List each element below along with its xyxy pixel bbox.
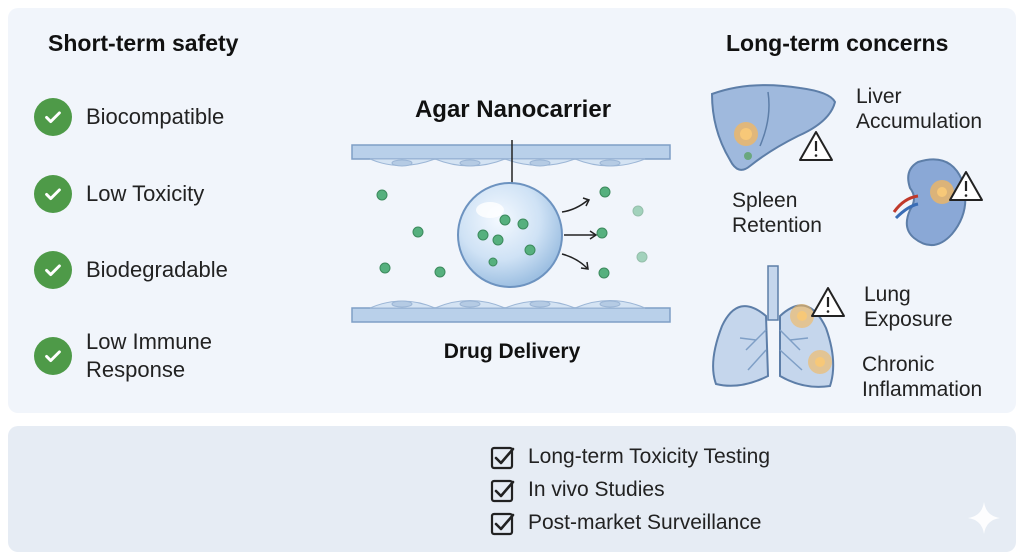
warning-icon <box>949 171 983 201</box>
action-label: In vivo Studies <box>528 478 665 501</box>
checkbox-checked-icon <box>490 512 515 536</box>
sparkle-icon <box>968 502 1000 534</box>
check-circle-icon <box>34 98 72 136</box>
vessel-wall-bottom <box>351 307 671 323</box>
check-circle-icon <box>34 175 72 213</box>
endothelial-cells-top <box>369 158 646 167</box>
safety-label: Low Toxicity <box>86 181 205 206</box>
checkbox-checked-icon <box>490 446 515 470</box>
chronic-inflammation-label: Chronic Inflammation <box>862 353 983 401</box>
vessel-wall-top <box>351 144 671 160</box>
action-item-in-vivo-studies: In vivo Studies <box>490 477 665 503</box>
safety-label: Biocompatible <box>86 104 225 129</box>
spleen-icon <box>892 158 967 246</box>
warning-icon <box>799 131 833 161</box>
lung-exposure-label: Lung Exposure <box>864 283 953 331</box>
safety-item-low-immune-response: Low Immune Response <box>34 328 286 384</box>
safety-label: Biodegradable <box>86 257 228 282</box>
action-item-post-market-surveillance: Post-market Surveillance <box>490 510 761 536</box>
safety-label: Low Immune Response <box>86 329 212 382</box>
action-label: Long-term Toxicity Testing <box>528 445 771 468</box>
blood-vessel-illustration <box>351 140 671 323</box>
drug-particles <box>376 186 648 279</box>
check-circle-icon <box>34 337 72 375</box>
nanocarrier-sphere <box>457 182 563 288</box>
long-term-heading: Long-term concerns <box>726 30 949 56</box>
checkbox-checked-icon <box>490 479 515 503</box>
liver-accumulation-label: Liver Accumulation <box>856 85 983 133</box>
safety-item-biocompatible: Biocompatible <box>34 98 286 136</box>
nanocarrier-title: Agar Nanocarrier <box>414 96 612 123</box>
lungs-icon <box>712 265 835 388</box>
safety-item-biodegradable: Biodegradable <box>34 251 286 289</box>
release-arrows <box>561 197 598 270</box>
check-circle-icon <box>34 251 72 289</box>
spleen-retention-label: Spleen Retention <box>732 189 822 237</box>
endothelial-cells-bottom <box>369 300 646 309</box>
action-label: Post-market Surveillance <box>528 511 762 534</box>
action-item-toxicity-testing: Long-term Toxicity Testing <box>490 444 770 470</box>
safety-item-low-toxicity: Low Toxicity <box>34 175 286 213</box>
warning-icon <box>811 287 845 317</box>
sphere-highlight <box>476 202 504 218</box>
short-term-heading: Short-term safety <box>48 30 239 56</box>
drug-delivery-label: Drug Delivery <box>443 340 581 363</box>
organ-illustrations <box>710 84 983 388</box>
liver-icon <box>710 84 837 171</box>
